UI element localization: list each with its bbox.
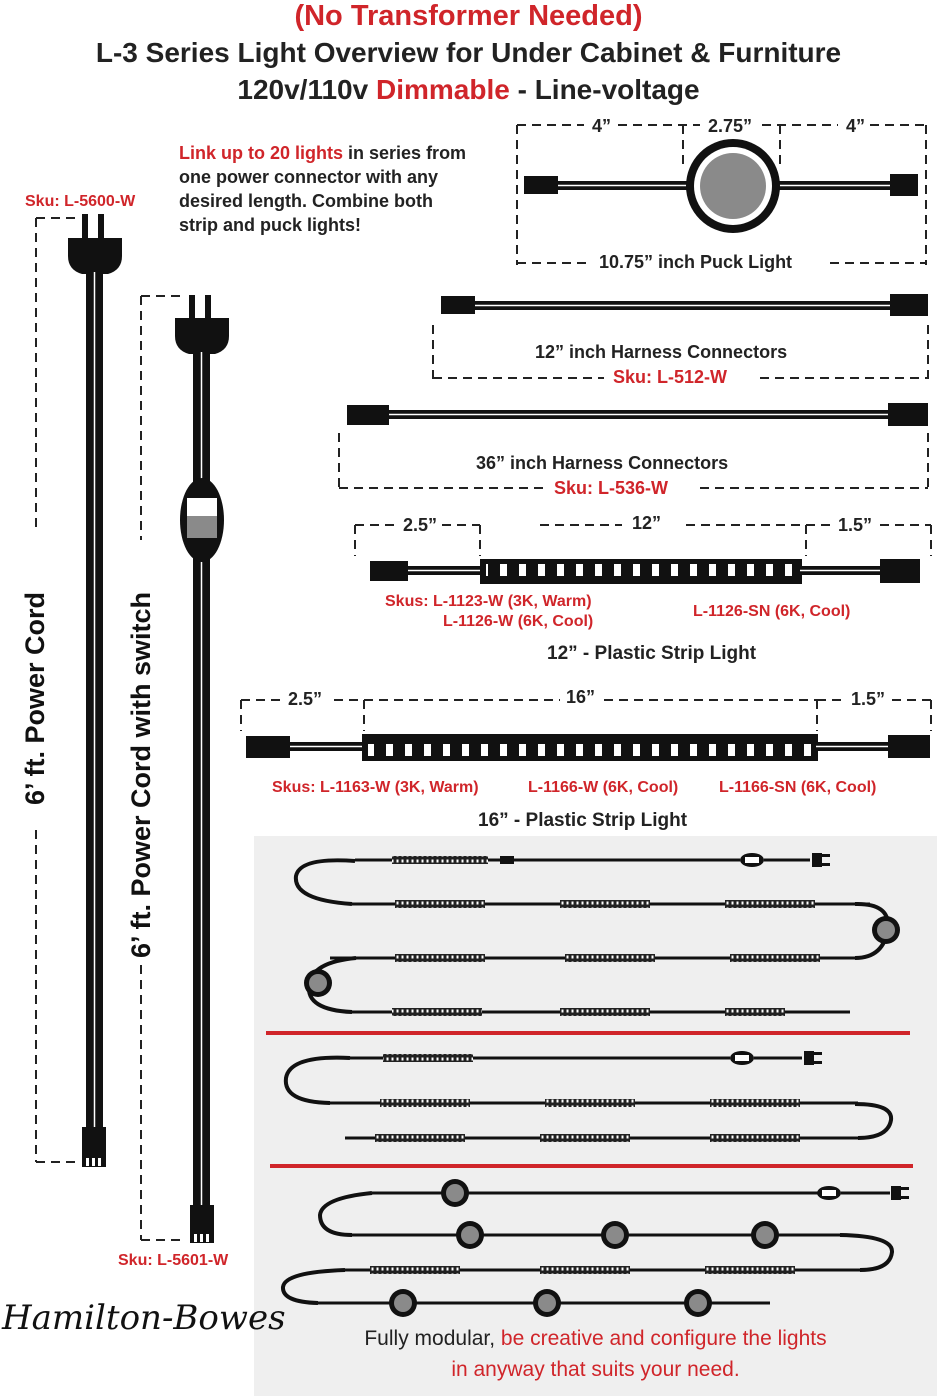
header-dimmable: Dimmable — [375, 74, 510, 105]
strip16-dim-mid: 16” — [566, 687, 596, 707]
footer-line2: in anyway that suits your need. — [451, 1358, 740, 1381]
header-voltage: 120v/110v — [237, 74, 369, 105]
intro-red: Link up to 20 lights — [179, 143, 344, 163]
harness12-sku: Sku: L-512-W — [613, 367, 728, 387]
intro-line2: one power connector with any — [179, 167, 439, 187]
strip12-dim-right: 1.5” — [838, 515, 873, 535]
header-line3: 120v/110v Dimmable - Line-voltage — [0, 74, 937, 106]
header-line-voltage: - Line-voltage — [517, 74, 700, 105]
intro-line4: strip and puck lights! — [179, 215, 362, 235]
strip16-title: 16” - Plastic Strip Light — [478, 810, 688, 831]
config-example-2 — [283, 1051, 894, 1142]
brand-signature: Hamilton-Bowes — [2, 1298, 286, 1338]
harness36-sku: Sku: L-536-W — [554, 478, 669, 498]
header-line2: L-3 Series Light Overview for Under Cabi… — [95, 37, 842, 68]
cord2-sku: Sku: L-5601-W — [118, 1252, 229, 1269]
header-line1: (No Transformer Needed) — [294, 0, 643, 32]
strip12-dim-left: 2.5” — [403, 515, 438, 535]
puck-title: 10.75” inch Puck Light — [599, 252, 793, 272]
intro-text: Link up to 20 lights in series from one … — [179, 141, 466, 237]
cord2-label: 6’ ft. Power Cord with switch — [126, 591, 156, 958]
intro-rest1: in series from — [343, 143, 467, 163]
strip12-skus-line2: L-1126-W (6K, Cool) — [443, 613, 594, 630]
strip12-skus-line1: Skus: L-1123-W (3K, Warm) — [385, 593, 592, 610]
config-example-1 — [293, 853, 900, 1016]
harness12-title: 12” inch Harness Connectors — [535, 342, 788, 362]
strip12-title: 12” - Plastic Strip Light — [547, 643, 757, 664]
cord1-sku: Sku: L-5600-W — [25, 193, 136, 210]
puck-dim-right: 4” — [846, 116, 866, 136]
strip16-dim-right: 1.5” — [851, 689, 886, 709]
footer-plain: Fully modular, — [364, 1327, 501, 1350]
config-example-3 — [281, 1179, 909, 1317]
cord1-label: 6’ ft. Power Cord — [20, 591, 50, 805]
puck-light-graphic — [516, 124, 927, 265]
strip16-sku1: Skus: L-1163-W (3K, Warm) — [272, 779, 479, 796]
power-cord-graphic — [68, 214, 122, 1167]
harness36-title: 36” inch Harness Connectors — [476, 453, 729, 473]
strip16-sku2: L-1166-W (6K, Cool) — [528, 779, 679, 796]
strip12-skus-right: L-1126-SN (6K, Cool) — [693, 603, 851, 620]
puck-dim-mid: 2.75” — [708, 116, 753, 136]
strip12-dim-mid: 12” — [632, 513, 662, 533]
footer-red1: be creative and configure the lights — [500, 1327, 827, 1350]
strip16-sku3: L-1166-SN (6K, Cool) — [719, 779, 877, 796]
puck-dim-left: 4” — [592, 116, 612, 136]
intro-line3: desired length. Combine both — [179, 191, 434, 211]
strip16-dim-left: 2.5” — [288, 689, 323, 709]
footer-line1: Fully modular, be creative and configure… — [254, 1327, 937, 1351]
power-cord-switch-graphic — [175, 295, 229, 1243]
config-panel — [254, 836, 937, 1396]
